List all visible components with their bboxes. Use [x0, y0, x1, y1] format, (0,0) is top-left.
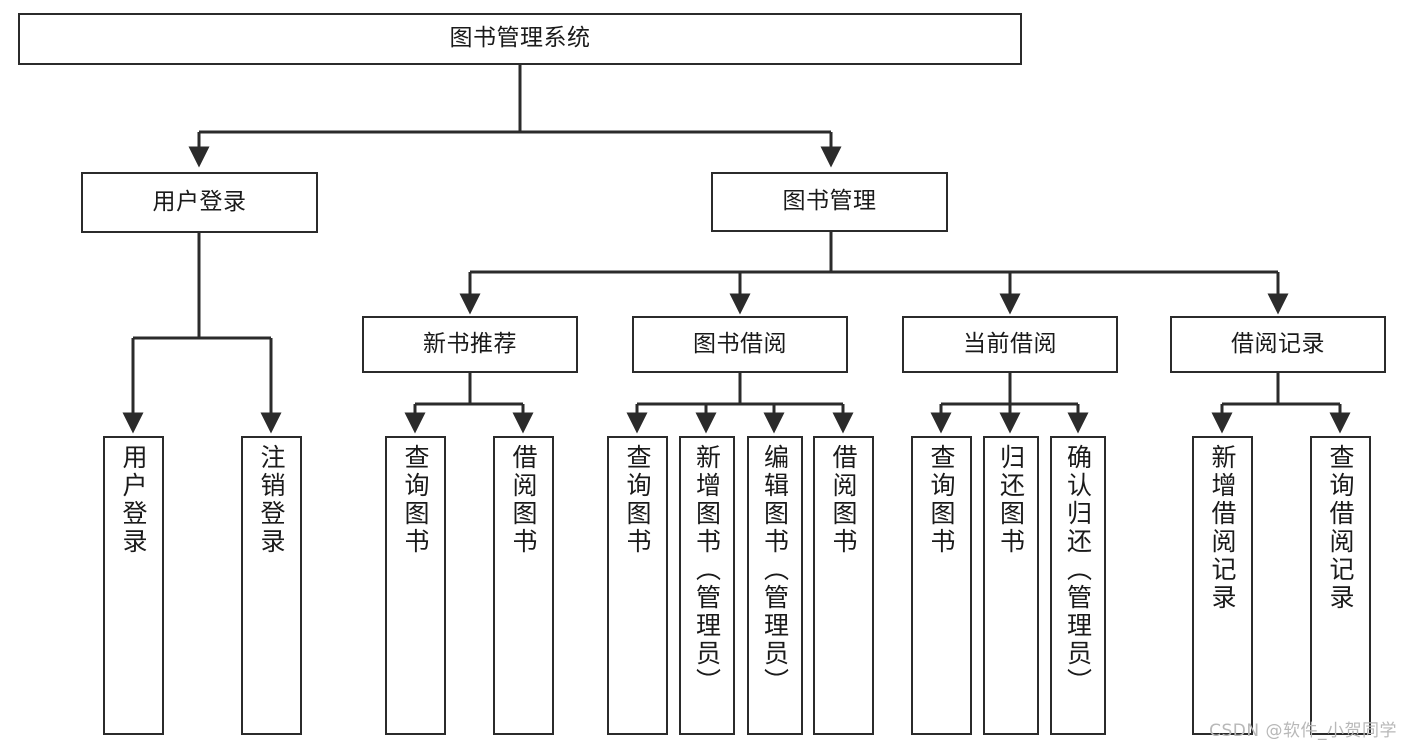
node-label: 归还图书 — [996, 444, 1026, 556]
node-label: 确认归还（管理员） — [1063, 444, 1093, 696]
node-label: 查询图书 — [401, 444, 430, 556]
node-current-borrow[interactable]: 当前借阅 — [902, 316, 1118, 373]
node-label: 图书管理 — [782, 188, 877, 215]
node-label: 图书管理系统 — [449, 25, 591, 52]
node-label: 新增图书（管理员） — [692, 444, 722, 696]
node-label: 查询借阅记录 — [1326, 444, 1355, 612]
node-new-book-recommend[interactable]: 新书推荐 — [362, 316, 578, 373]
node-label: 注销登录 — [257, 444, 286, 556]
node-label: 查询图书 — [927, 444, 956, 556]
node-label: 借阅图书 — [829, 444, 858, 556]
leaf-currentborrow-confirm-return-admin[interactable]: 确认归还（管理员） — [1050, 436, 1106, 735]
leaf-bookborrow-borrow-book[interactable]: 借阅图书 — [813, 436, 874, 735]
node-label: 图书借阅 — [693, 330, 787, 357]
node-label: 当前借阅 — [963, 330, 1057, 357]
node-label: 编辑图书（管理员） — [760, 444, 790, 696]
node-label: 用户登录 — [119, 444, 148, 556]
node-label: 查询图书 — [623, 444, 652, 556]
node-label: 借阅记录 — [1231, 330, 1325, 357]
leaf-currentborrow-query-book[interactable]: 查询图书 — [911, 436, 972, 735]
leaf-newbook-query-book[interactable]: 查询图书 — [385, 436, 446, 735]
leaf-currentborrow-return-book[interactable]: 归还图书 — [983, 436, 1039, 735]
leaf-bookborrow-add-book-admin[interactable]: 新增图书（管理员） — [679, 436, 735, 735]
node-label: 新书推荐 — [423, 330, 517, 357]
node-root-system[interactable]: 图书管理系统 — [18, 13, 1022, 65]
leaf-bookborrow-edit-book-admin[interactable]: 编辑图书（管理员） — [747, 436, 803, 735]
leaf-newbook-borrow-book[interactable]: 借阅图书 — [493, 436, 554, 735]
node-borrow-record[interactable]: 借阅记录 — [1170, 316, 1386, 373]
leaf-borrowrecord-query-record[interactable]: 查询借阅记录 — [1310, 436, 1371, 735]
leaf-user-logout[interactable]: 注销登录 — [241, 436, 302, 735]
node-book-manage[interactable]: 图书管理 — [711, 172, 948, 232]
node-user-login[interactable]: 用户登录 — [81, 172, 318, 233]
node-label: 借阅图书 — [509, 444, 538, 556]
node-label: 新增借阅记录 — [1208, 444, 1237, 612]
watermark-text: CSDN @软件_小贺同学 — [1209, 721, 1397, 741]
leaf-user-login[interactable]: 用户登录 — [103, 436, 164, 735]
leaf-borrowrecord-add-record[interactable]: 新增借阅记录 — [1192, 436, 1253, 735]
node-book-borrow[interactable]: 图书借阅 — [632, 316, 848, 373]
leaf-bookborrow-query-book[interactable]: 查询图书 — [607, 436, 668, 735]
node-label: 用户登录 — [152, 188, 247, 215]
